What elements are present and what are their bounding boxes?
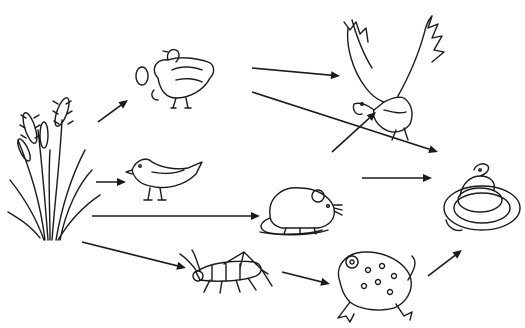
arrow-grasshopper-to-frog	[282, 272, 330, 286]
arrow-frog-to-snake	[428, 250, 462, 276]
mouse-icon	[260, 188, 342, 235]
grass-icon	[8, 96, 100, 240]
grasshopper-icon	[180, 250, 272, 293]
chicken-icon	[136, 50, 214, 108]
arrow-grass-to-grasshopper	[82, 242, 186, 270]
arrow-mouse-to-eagle	[332, 112, 376, 152]
eagle-icon	[344, 16, 444, 140]
bird-icon	[126, 159, 202, 200]
arrow-mouse-to-snake	[362, 174, 432, 182]
arrow-grass-to-small-bird	[96, 178, 126, 186]
frog-icon	[338, 252, 415, 322]
arrow-grass-to-mouse	[92, 212, 260, 220]
snake-icon	[444, 164, 520, 231]
arrow-chicken-to-eagle	[252, 68, 340, 79]
arrow-grass-to-chicken	[98, 100, 128, 122]
